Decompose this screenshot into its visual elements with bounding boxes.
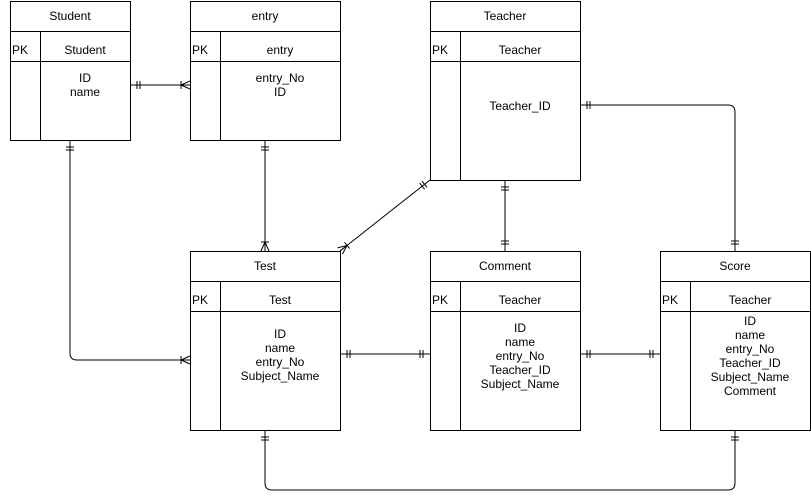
score-title: Score (719, 259, 751, 273)
relationship-student-entry (130, 80, 191, 90)
score-pk-field: Teacher (728, 293, 772, 307)
relationship-test-score (261, 430, 739, 491)
relationship-comment-score (580, 350, 660, 358)
test-pk-field: Test (268, 293, 291, 307)
teacher-pk-field: Teacher (498, 43, 542, 57)
teacher-title: Teacher (483, 9, 527, 23)
entity-teacher (430, 1, 581, 181)
comment-field: Subject_Name (480, 377, 560, 391)
score-field: Subject_Name (710, 370, 790, 384)
entity-test (190, 251, 341, 431)
entry-pk-field: entry (266, 43, 294, 57)
entry-field: entry_No (255, 71, 305, 85)
score-pk-label: PK (662, 293, 679, 307)
test-field: entry_No (255, 355, 305, 369)
entry-field: ID (274, 85, 286, 99)
comment-field: Teacher_ID (489, 363, 551, 377)
entity-student (10, 1, 131, 141)
entity-comment (430, 251, 581, 431)
relationship-lines (66, 80, 739, 491)
comment-field: ID (514, 321, 526, 335)
test-field: ID (274, 327, 286, 341)
score-field: name (734, 328, 766, 342)
teacher-field: Teacher_ID (489, 99, 551, 113)
student-pk-label: PK (12, 43, 29, 57)
score-field: entry_No (725, 342, 775, 356)
entity-score (660, 251, 811, 431)
test-field: Subject_Name (240, 369, 320, 383)
student-title: Student (49, 9, 91, 23)
teacher-field-list: Teacher_ID (460, 99, 580, 113)
relationship-student-test (66, 140, 191, 365)
score-field: ID (744, 314, 756, 328)
comment-title: Comment (478, 259, 531, 273)
score-field: Teacher_ID (719, 356, 781, 370)
comment-field: name (504, 335, 536, 349)
entry-title: entry (251, 9, 279, 23)
relationship-entry-test (260, 140, 270, 252)
entity-entry (190, 1, 341, 141)
student-field: ID (79, 71, 91, 85)
comment-pk-label: PK (432, 293, 449, 307)
relationship-teacher-score (580, 101, 739, 251)
relationship-test-comment (340, 350, 430, 358)
comment-pk-field: Teacher (498, 293, 542, 307)
comment-field: entry_No (495, 349, 545, 363)
student-pk-field: Student (64, 43, 106, 57)
relationship-teacher-comment (501, 180, 509, 251)
student-field: name (69, 85, 101, 99)
teacher-pk-label: PK (432, 43, 449, 57)
test-field: name (264, 341, 296, 355)
test-title: Test (253, 259, 276, 273)
entity-boxes (10, 1, 811, 431)
test-pk-label: PK (192, 293, 209, 307)
relationship-teacher-test (337, 179, 431, 255)
score-field: Comment (723, 384, 776, 398)
entry-pk-label: PK (192, 43, 209, 57)
